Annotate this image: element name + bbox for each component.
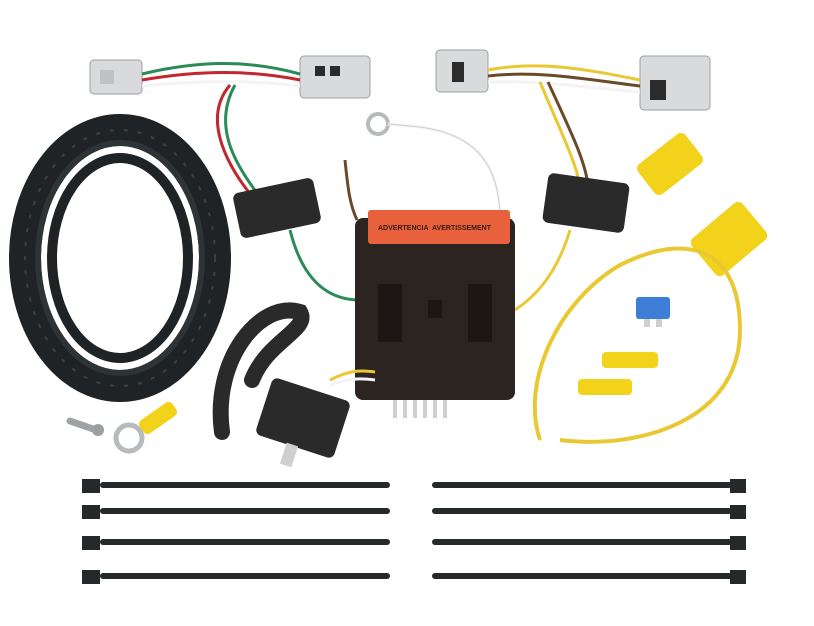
fuse-and-butt-connectors [578, 297, 670, 395]
zip-ties [82, 479, 746, 584]
coiled-cable [9, 114, 231, 402]
zip-tie-right-3 [432, 536, 746, 550]
mounting-hardware [66, 401, 178, 454]
warning-label-left-text: ADVERTENCIA [378, 225, 429, 232]
zip-tie-left-2 [82, 505, 390, 519]
zip-tie-right-2 [432, 505, 746, 519]
trailer-4-way-connector [212, 302, 376, 468]
zip-tie-left-3 [82, 536, 390, 550]
converter-module: ADVERTENCIA AVERTISSEMENT [343, 159, 515, 418]
right-vehicle-connector-harness [435, 49, 711, 312]
zip-tie-left-4 [82, 570, 390, 584]
ground-ring-terminal [366, 112, 502, 221]
warning-label [368, 210, 510, 244]
zip-tie-right-4 [432, 570, 746, 584]
dust-cap-and-yellow-lead [532, 132, 768, 444]
zip-tie-left-1 [82, 479, 390, 493]
warning-label-right-text: AVERTISSEMENT [432, 225, 492, 232]
zip-tie-right-1 [432, 479, 746, 493]
left-vehicle-connector-harness [89, 55, 371, 302]
